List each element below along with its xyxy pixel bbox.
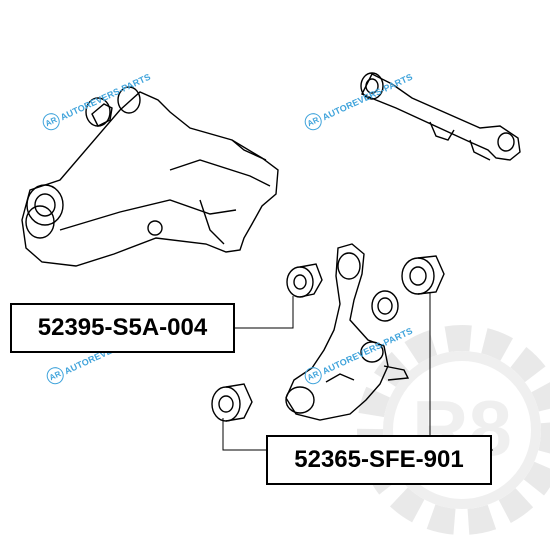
lower-control-arm xyxy=(21,86,279,267)
part-number-label-b: 52365-SFE-901 xyxy=(266,435,492,485)
steering-knuckle xyxy=(285,243,410,421)
bushing-a xyxy=(286,263,323,298)
gear-logo: R8 xyxy=(357,325,550,535)
bushing-c xyxy=(401,255,445,295)
bushing-b xyxy=(371,290,399,322)
part-number-label-a: 52395-S5A-004 xyxy=(10,303,235,353)
bushing-d xyxy=(211,383,253,422)
leader-line-a xyxy=(235,296,294,329)
trailing-arm xyxy=(360,72,521,161)
leader-line-b xyxy=(222,418,266,451)
